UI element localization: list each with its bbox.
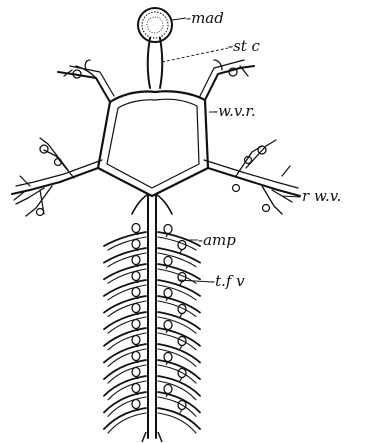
ampulla-right [164, 385, 172, 394]
tube-foot-vessel-right [158, 264, 200, 279]
arm-tip [142, 432, 146, 442]
radial-canal-lower [132, 194, 172, 438]
radial-canal-right [204, 140, 300, 214]
ampulla-left [132, 288, 140, 297]
label-tube-foot-vessel: -t.f v [210, 272, 245, 290]
ampulla-left [132, 368, 140, 377]
label-water-vascular-ring: -w.v.r. [213, 102, 256, 120]
stone-canal [148, 38, 163, 88]
tube-feet [104, 224, 200, 443]
ampulla-left [132, 304, 140, 313]
ampulla-right [164, 225, 172, 234]
ampulla-right [164, 353, 172, 362]
tube-foot-vessel-left [104, 408, 146, 429]
ampulla-left [132, 320, 140, 329]
ampulla-left [132, 256, 140, 265]
label-stone-canal: -st c [228, 37, 261, 55]
ampulla-left [132, 272, 140, 281]
ampulla-left [132, 400, 140, 409]
tube-foot-vessel-right [158, 413, 196, 433]
tube-foot-vessel-right [158, 232, 200, 246]
radial-canal-upper-left [58, 60, 114, 102]
ampulla-left [132, 384, 140, 393]
ampulla-left [132, 352, 140, 361]
madreporite [138, 8, 172, 42]
radial-canal-left [12, 138, 102, 216]
tube-foot-vessel-right [158, 333, 196, 350]
ampulla-left [132, 240, 140, 249]
label-madreporite: -mad [186, 9, 224, 27]
water-vascular-ring [98, 91, 208, 196]
tube-foot-vessel-right [158, 408, 200, 429]
tube-foot-vessel-right [158, 237, 196, 250]
ampulla-right [164, 257, 172, 266]
label-radial-water-vessel: r w.v. [302, 187, 341, 205]
ampulla-right [164, 289, 172, 298]
radial-canal-upper-right [200, 60, 254, 100]
tube-foot-vessel-left [108, 413, 146, 433]
ampulla-right [164, 321, 172, 330]
arm-tip [158, 432, 162, 442]
ampulla-left [132, 224, 140, 233]
tube-foot-vessel-right [158, 301, 196, 317]
ampulla-left [132, 336, 140, 345]
label-ampulla: -amp [198, 231, 236, 249]
